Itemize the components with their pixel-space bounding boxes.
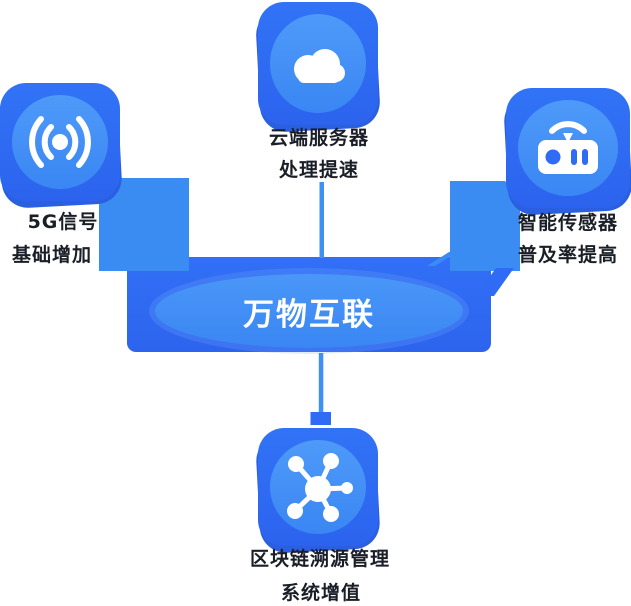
label-smart-sensor-line2: 普及率提高 — [517, 244, 619, 266]
top-vertical-connector — [319, 182, 324, 258]
node-front-plate — [258, 2, 378, 125]
node-front-plate — [258, 428, 378, 546]
node-icon-circle — [518, 100, 618, 196]
node-front-plate — [0, 83, 120, 201]
sensor-icon — [538, 121, 598, 174]
label-cloud-server-line1: 云端服务器 — [268, 127, 370, 149]
label-cloud-server-line2: 处理提速 — [278, 159, 360, 181]
label-blockchain-line1: 区块链溯源管理 — [249, 548, 391, 570]
bottom-arrow-head — [310, 412, 331, 425]
node-blockchain — [254, 428, 382, 555]
node-icon-circle — [270, 14, 366, 113]
node-front-plate — [506, 88, 630, 208]
node-cloud-server — [254, 2, 382, 134]
label-blockchain-line2: 系统增值 — [280, 582, 362, 604]
label-5g-signal-line1: 5G信号 — [27, 211, 99, 233]
node-smart-sensor — [502, 88, 631, 217]
center-ellipse: 万物互联 — [155, 274, 463, 348]
signal-icon — [29, 116, 91, 168]
node-icon-circle — [12, 95, 108, 189]
center-title: 万物互联 — [243, 296, 375, 333]
cloud-icon — [294, 48, 345, 83]
node-5g-signal — [0, 83, 124, 210]
bottom-vertical-connector — [318, 353, 324, 413]
node-icon-circle — [270, 440, 366, 534]
label-5g-signal-line2: 基础增加 — [11, 244, 93, 266]
network-icon — [287, 453, 353, 522]
label-smart-sensor-line1: 智能传感器 — [517, 212, 619, 234]
